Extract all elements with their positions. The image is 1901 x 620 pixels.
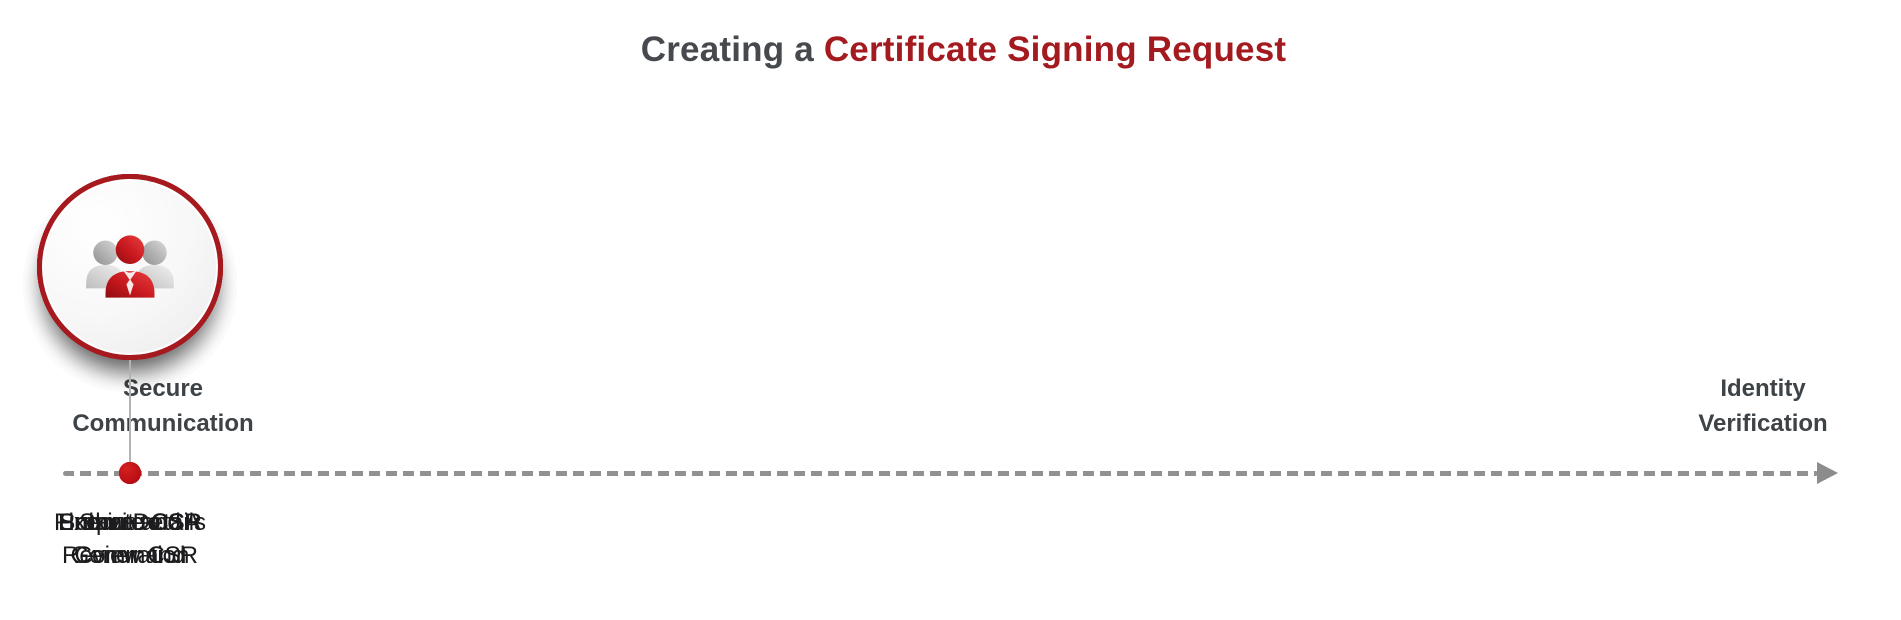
step-label-line2: Review CSR	[61, 542, 199, 569]
timeline-arrowhead-icon	[1817, 462, 1838, 484]
step-label-line1: Save and	[79, 509, 181, 536]
step-label-line1: Submit to CA	[59, 509, 201, 536]
right-endpoint-line2: Verification	[1698, 410, 1828, 437]
title-highlight: Certificate Signing Request	[823, 30, 1287, 69]
step-circle	[37, 174, 223, 360]
step-label: Prepare CSR Command	[0, 506, 260, 572]
right-endpoint-line1: Identity	[1720, 375, 1806, 402]
title-prefix: Creating a	[640, 30, 824, 69]
step-label: Save and Review CSR	[0, 506, 260, 572]
step-label-line2: Generation	[70, 542, 190, 569]
left-endpoint-label: Secure Communication	[38, 371, 288, 441]
step-label: Submit to CA	[0, 506, 260, 539]
step-label-line1: Execute CSR	[57, 509, 203, 536]
page-title: Creating a Certificate Signing Request	[13, 30, 1901, 70]
team-icon	[86, 235, 174, 298]
left-endpoint-line2: Communication	[72, 410, 254, 437]
step-label: Execute CSR Generation	[0, 506, 260, 572]
left-endpoint-line1: Secure	[122, 375, 204, 402]
step-label: Find in Details	[0, 506, 260, 539]
step-label-line1: Prepare CSR	[58, 509, 202, 536]
connector-line	[129, 360, 131, 473]
timeline-dashed-line	[63, 471, 1818, 476]
right-endpoint-label: Identity Verification	[1638, 371, 1888, 441]
timeline-step-prepare-csr-command: Prepare CSR Command	[0, 174, 260, 604]
step-label-line2: Command	[74, 542, 186, 569]
step-label-line1: Find in Details	[53, 509, 207, 536]
timeline-dot	[119, 462, 141, 484]
